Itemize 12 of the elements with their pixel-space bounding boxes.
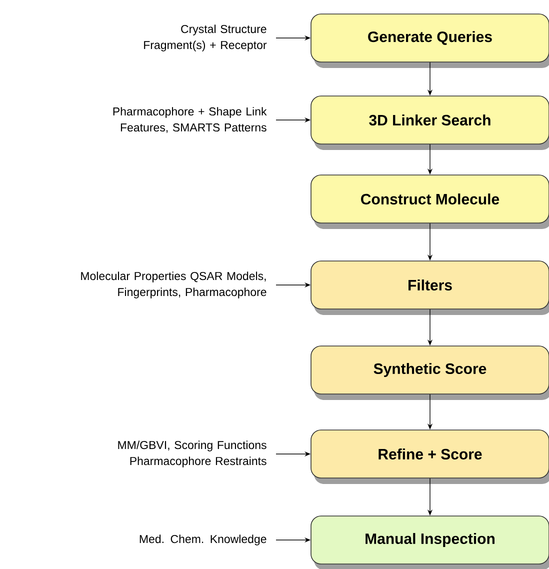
process-box: 3D Linker Search	[310, 96, 549, 150]
process-box: Generate Queries	[310, 14, 549, 68]
process-box: Construct Molecule	[310, 174, 549, 229]
process-box: Filters	[310, 260, 549, 315]
input-text: Pharmacophore + Shape Link Features, SMARTS Patterns	[113, 107, 267, 133]
process-box: Manual Inspection	[310, 516, 549, 569]
input-text: Molecular Properties QSAR Models, Fingerprints, Pharmacophore	[81, 272, 266, 298]
input-text: MM/GBVI, Scoring Functions Pharmacophore Restraints	[118, 440, 266, 468]
input-text: Crystal Structure Fragment(s) + Receptor	[144, 24, 267, 52]
input-text: Med. Chem. Knowledge	[140, 534, 266, 546]
process-box: Synthetic Score	[310, 346, 549, 400]
process-box: Refine + Score	[310, 430, 549, 484]
